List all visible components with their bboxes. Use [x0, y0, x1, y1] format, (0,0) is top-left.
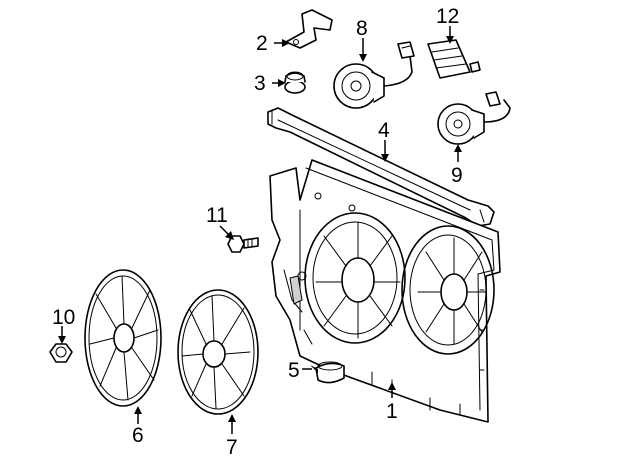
grommet-upper	[284, 71, 306, 94]
bracket	[285, 9, 333, 49]
callout-3: 3	[254, 72, 266, 95]
callout-5: 5	[288, 359, 300, 382]
fan-motor-lower	[437, 91, 511, 145]
callout-6: 6	[132, 424, 144, 447]
callout-9: 9	[451, 164, 463, 187]
fan-motor-upper	[333, 41, 415, 109]
callout-10: 10	[52, 306, 75, 329]
callout-1: 1	[386, 400, 398, 423]
upper-support-bar	[267, 107, 495, 227]
fan-blade-right	[177, 289, 259, 415]
fan-shroud	[269, 159, 501, 423]
callout-8: 8	[356, 17, 368, 40]
callout-7: 7	[226, 436, 238, 459]
callout-2: 2	[256, 32, 268, 55]
callout-11: 11	[206, 204, 228, 227]
grommet-lower	[315, 361, 345, 384]
callout-4: 4	[378, 119, 390, 142]
callout-leaders	[58, 26, 462, 434]
fan-blade-left	[84, 269, 162, 407]
control-module	[427, 39, 481, 79]
callout-12: 12	[436, 5, 459, 28]
nut	[49, 343, 73, 363]
callout-labels: 2 3 8 12 4 9 11 10 6 7 5 1	[52, 5, 463, 459]
